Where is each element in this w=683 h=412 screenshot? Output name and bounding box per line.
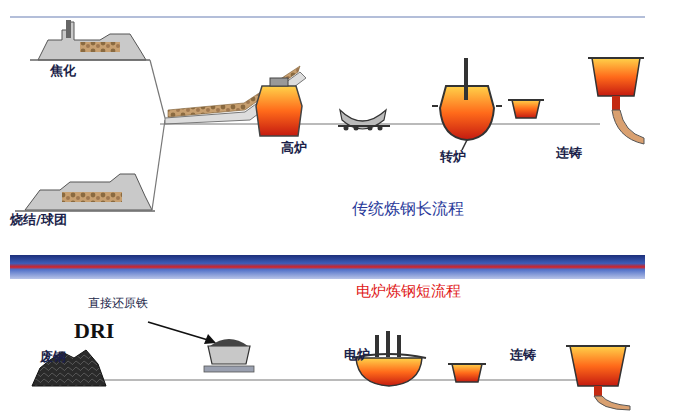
material-abbrev: DRI: [74, 318, 114, 343]
plant-label: 烧结/球团: [10, 213, 67, 228]
material-label: 废钢: [40, 350, 66, 365]
furnace-label: 转炉: [440, 150, 466, 165]
material-label: 直接还原铁: [88, 297, 148, 311]
furnace-label: 高炉: [281, 141, 307, 156]
plant-label: 焦化: [50, 64, 76, 79]
route-caption: 电炉炼钢短流程: [356, 283, 461, 300]
caster-label: 连铸: [556, 146, 582, 161]
route-caption: 传统炼钢长流程: [352, 200, 464, 218]
furnace-label: 电炉: [344, 348, 370, 363]
caster-label: 连铸: [510, 348, 536, 363]
